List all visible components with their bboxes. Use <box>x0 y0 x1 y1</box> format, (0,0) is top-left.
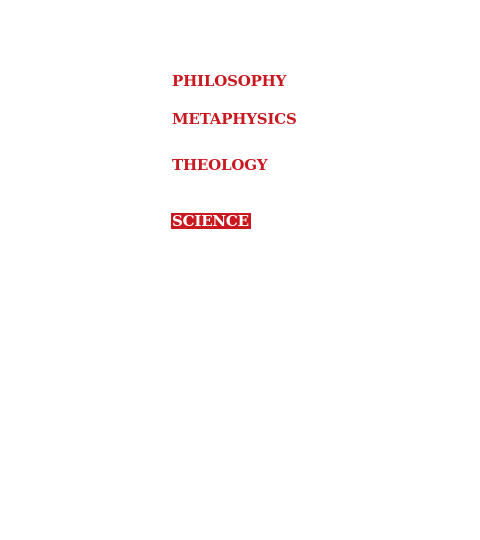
category-menu: PHILOSOPHY METAPHYSICS THEOLOGY SCIENCE <box>166 66 314 258</box>
menu-item-philosophy[interactable]: PHILOSOPHY <box>172 72 287 90</box>
menu-item-metaphysics[interactable]: METAPHYSICS <box>172 110 297 128</box>
menu-item-science[interactable]: SCIENCE <box>171 212 251 230</box>
menu-item-theology[interactable]: THEOLOGY <box>172 156 268 174</box>
